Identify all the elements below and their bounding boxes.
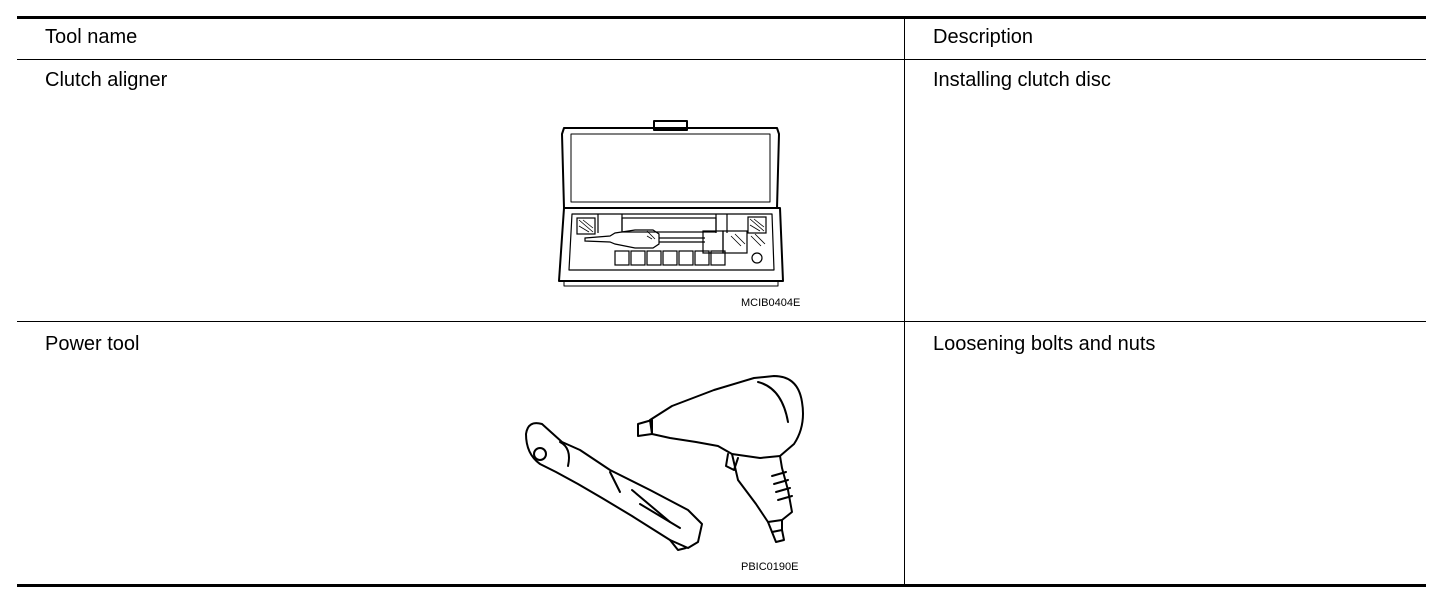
row-2-description: Loosening bolts and nuts [933, 333, 1156, 355]
power-tools-icon [525, 375, 804, 551]
header-description: Description [933, 26, 1034, 48]
row-2-figure-code: PBIC0190E [741, 561, 799, 573]
header-divider [17, 59, 1426, 60]
row-divider [17, 321, 1426, 322]
row-2-tool-name: Power tool [45, 333, 140, 355]
clutch-aligner-kit-icon [558, 120, 784, 287]
table-bottom-rule [17, 584, 1426, 587]
header-tool-name: Tool name [45, 26, 138, 48]
table-top-rule [17, 16, 1426, 19]
row-1-figure-code: MCIB0404E [741, 297, 801, 309]
row-1-description: Installing clutch disc [933, 69, 1111, 91]
column-divider [904, 18, 905, 585]
row-1-tool-name: Clutch aligner [45, 69, 168, 91]
